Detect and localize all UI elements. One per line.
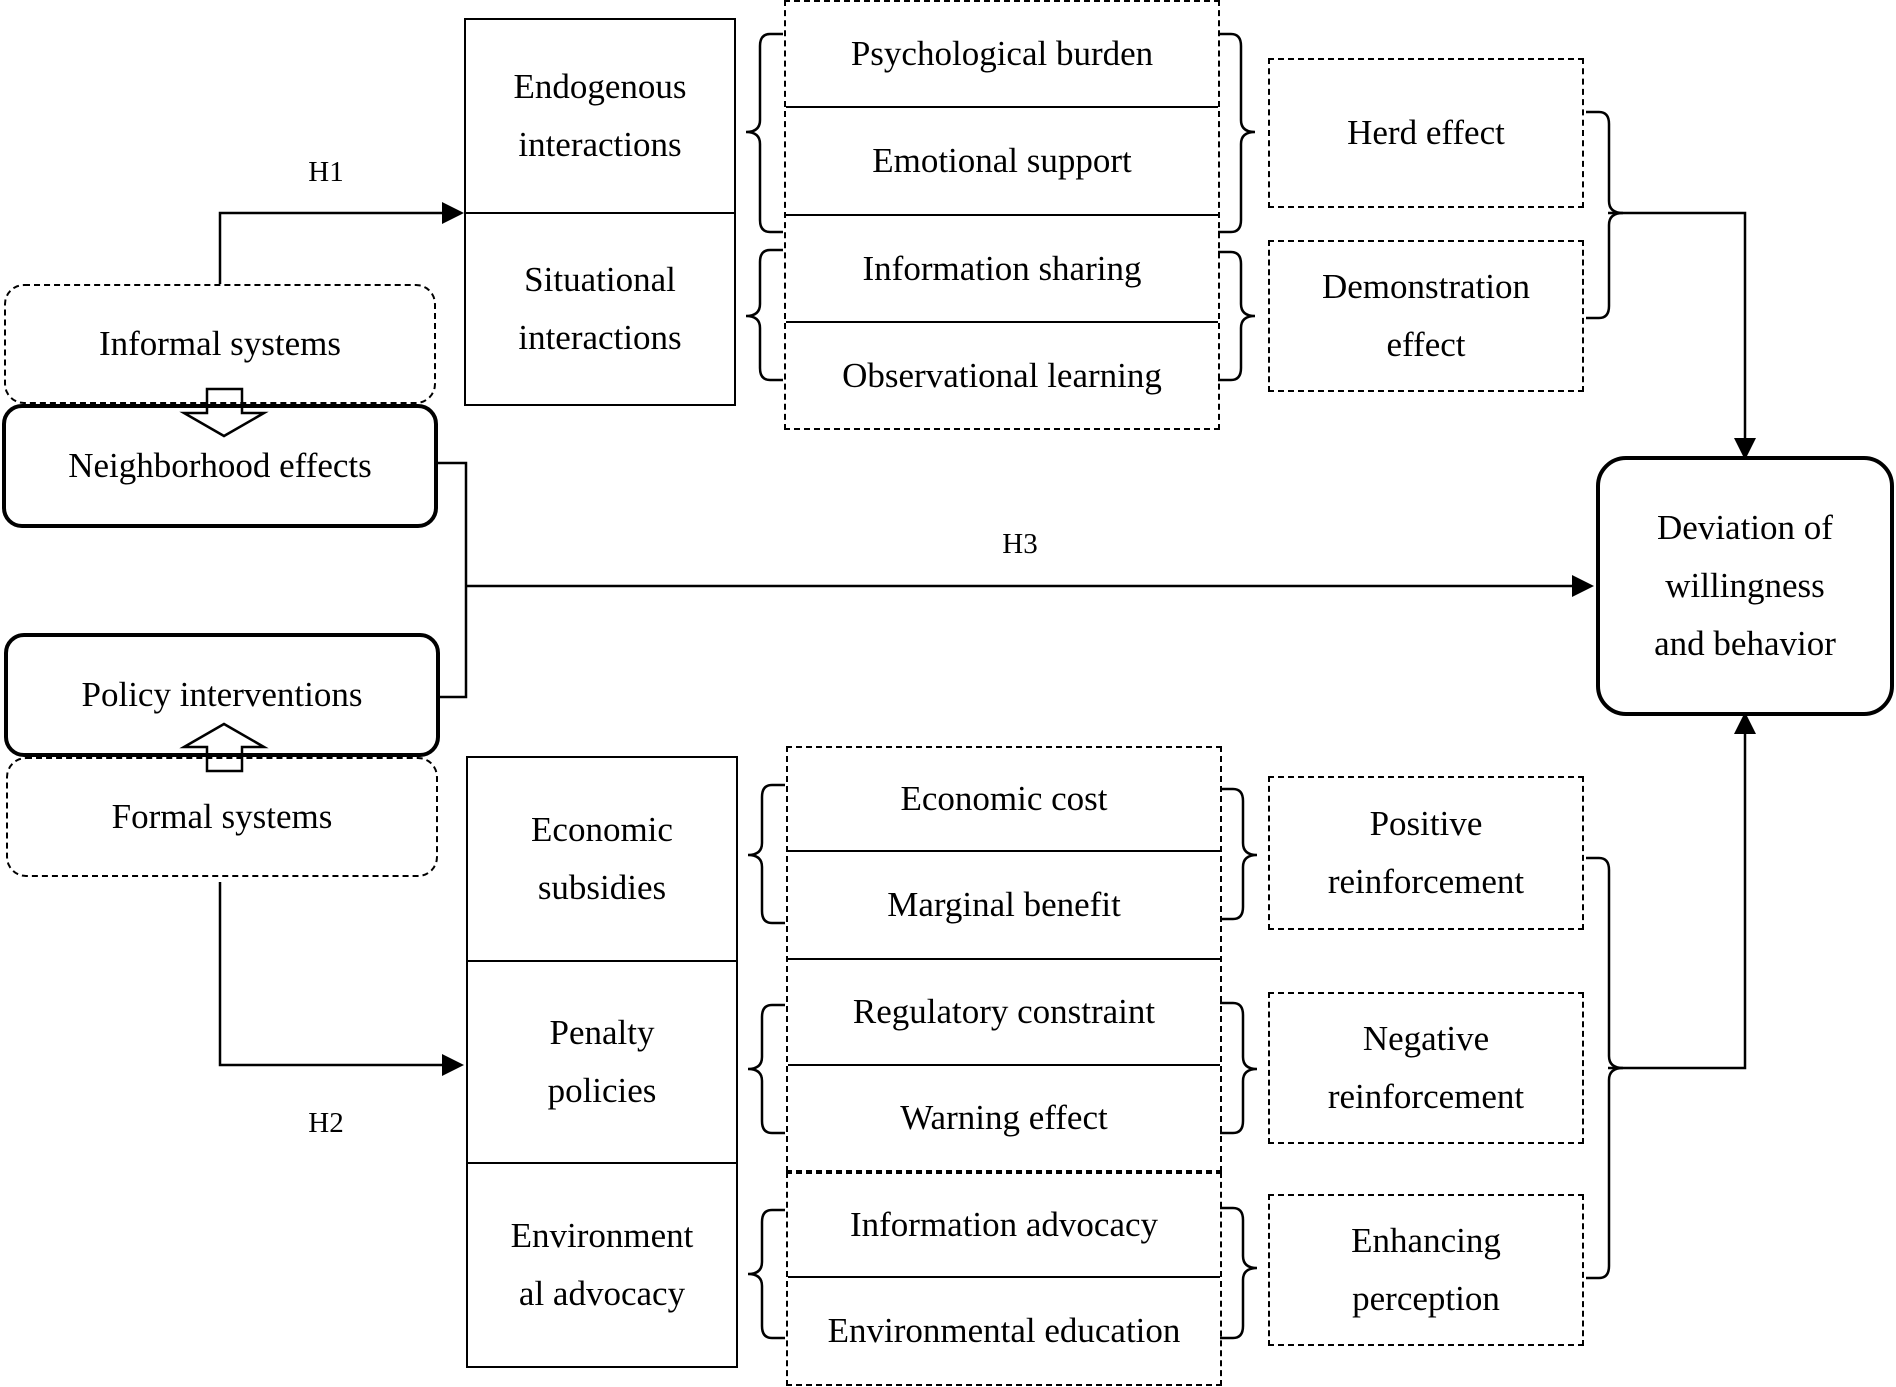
mechanism-label: Endogenous interactions xyxy=(513,67,687,164)
informal-systems-box: Informal systems xyxy=(4,284,436,404)
formal-systems-box: Formal systems xyxy=(6,757,438,877)
brace-enhancing xyxy=(1220,1206,1258,1340)
mechanism-box-economic: Economic subsidies xyxy=(466,756,738,962)
brace-endogenous xyxy=(745,32,783,234)
pathway-box: Regulatory constraint xyxy=(788,960,1220,1066)
mechanism-box-situational: Situational interactions xyxy=(464,212,736,406)
brace-top-effects xyxy=(1586,110,1624,320)
brace-herd xyxy=(1218,32,1256,234)
policy-interventions-box: Policy interventions xyxy=(4,633,440,757)
effect-label: Enhancing perception xyxy=(1351,1221,1501,1318)
pathway-box: Information advocacy xyxy=(788,1174,1220,1278)
h2-connector xyxy=(218,882,446,1067)
outcome-label: Deviation of willingness and behavior xyxy=(1654,508,1836,663)
pathway-box: Environmental education xyxy=(788,1278,1220,1384)
top-outcome-arrowhead xyxy=(1734,438,1756,460)
policy-interventions-label: Policy interventions xyxy=(81,675,363,714)
pathway-label: Information advocacy xyxy=(849,1205,1159,1244)
brace-demonstration xyxy=(1218,250,1256,382)
brace-negative xyxy=(1220,1001,1258,1135)
mechanism-label: Environment al advocacy xyxy=(510,1216,694,1313)
pathway-label: Economic cost xyxy=(900,779,1108,818)
h3-bracket xyxy=(438,461,468,699)
effect-box-demonstration: Demonstration effect xyxy=(1268,240,1584,392)
pathway-box: Emotional support xyxy=(786,108,1218,216)
pathway-label: Observational learning xyxy=(842,355,1162,395)
formal-systems-label: Formal systems xyxy=(111,797,333,836)
h3-label: H3 xyxy=(1002,528,1038,560)
pathway-label: Regulatory constraint xyxy=(852,992,1156,1031)
h2-arrowhead xyxy=(442,1054,464,1076)
effect-label: Negative reinforcement xyxy=(1327,1019,1525,1116)
pathway-box: Economic cost xyxy=(788,748,1220,852)
up-block-arrow xyxy=(179,722,269,773)
pathway-label: Psychological burden xyxy=(850,34,1154,73)
mechanism-box-endogenous: Endogenous interactions xyxy=(464,18,736,214)
effect-box-negative: Negative reinforcement xyxy=(1268,992,1584,1144)
pathway-box: Observational learning xyxy=(786,323,1218,428)
h3-arrowhead xyxy=(1572,575,1594,597)
pathway-label: Emotional support xyxy=(872,141,1132,180)
brace-bottom-effects xyxy=(1586,856,1624,1280)
mechanism-label: Penalty policies xyxy=(547,1013,657,1110)
effect-box-positive: Positive reinforcement xyxy=(1268,776,1584,930)
brace-penalty xyxy=(747,1003,785,1135)
bottom-pathways-group-upper xyxy=(786,746,1222,1172)
h1-connector xyxy=(218,211,446,284)
top-pathways-group xyxy=(784,0,1220,430)
h1-arrowhead xyxy=(442,202,464,224)
neighborhood-effects-label: Neighborhood effects xyxy=(68,446,372,485)
pathway-label: Environmental education xyxy=(827,1311,1181,1350)
informal-systems-label: Informal systems xyxy=(98,324,342,363)
pathway-label: Marginal benefit xyxy=(887,885,1121,924)
mechanism-box-advocacy: Environment al advocacy xyxy=(466,1162,738,1368)
effect-label: Positive reinforcement xyxy=(1327,804,1525,901)
bottom-effects-connector xyxy=(1608,725,1747,1070)
brace-economic xyxy=(747,783,785,925)
pathway-label: Information sharing xyxy=(862,248,1142,288)
effect-box-herd: Herd effect xyxy=(1268,58,1584,208)
bottom-outcome-arrowhead xyxy=(1734,712,1756,734)
neighborhood-effects-box: Neighborhood effects xyxy=(2,404,438,528)
mechanism-label: Situational interactions xyxy=(518,260,682,357)
pathway-box: Marginal benefit xyxy=(788,852,1220,960)
outcome-box: Deviation of willingness and behavior xyxy=(1596,456,1894,716)
down-block-arrow xyxy=(179,387,269,438)
pathway-label: Warning effect xyxy=(900,1098,1108,1137)
pathway-box: Information sharing xyxy=(786,216,1218,323)
pathway-box: Psychological burden xyxy=(786,2,1218,108)
bottom-pathways-group-lower xyxy=(786,1172,1222,1386)
brace-situational xyxy=(745,248,783,382)
pathway-box: Warning effect xyxy=(788,1066,1220,1170)
h2-label: H2 xyxy=(308,1107,344,1139)
effect-label: Herd effect xyxy=(1347,113,1505,152)
mechanism-box-penalty: Penalty policies xyxy=(466,960,738,1164)
top-effects-connector xyxy=(1608,211,1747,448)
h1-label: H1 xyxy=(308,156,344,188)
brace-positive xyxy=(1220,787,1258,921)
brace-advocacy xyxy=(747,1208,785,1340)
effect-label: Demonstration effect xyxy=(1321,267,1531,364)
effect-box-enhancing: Enhancing perception xyxy=(1268,1194,1584,1346)
mechanism-label: Economic subsidies xyxy=(531,810,673,907)
